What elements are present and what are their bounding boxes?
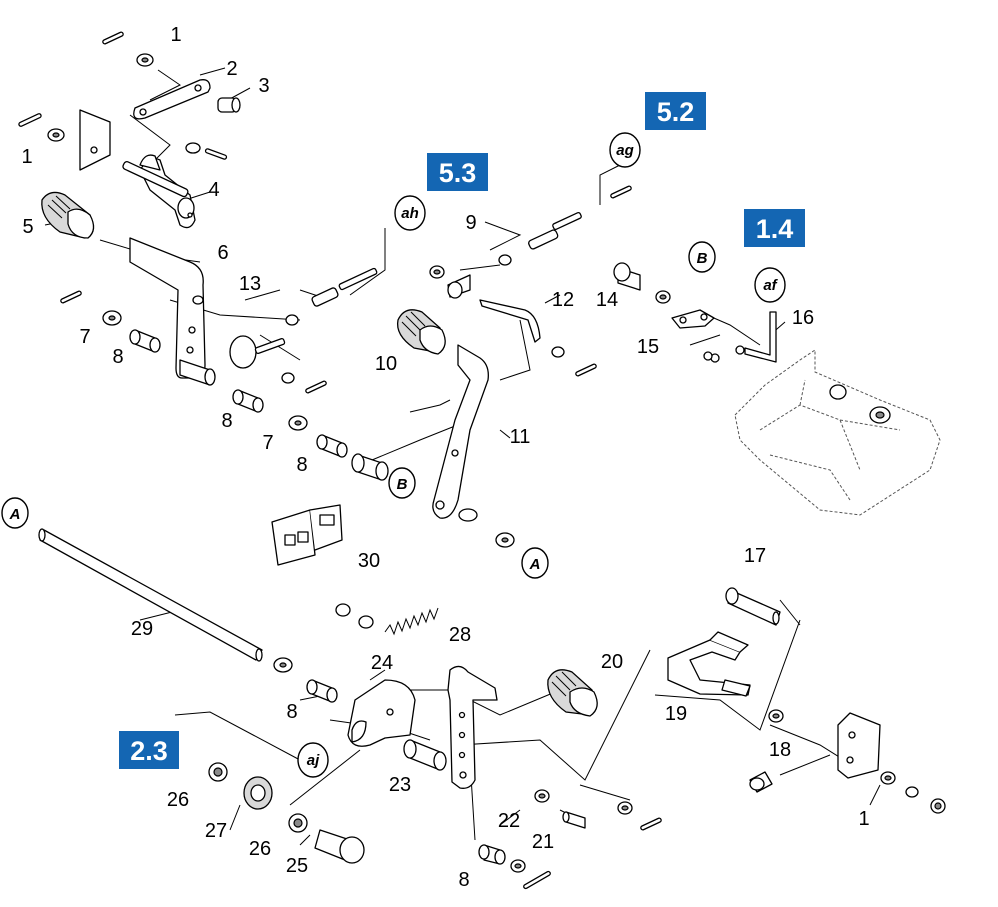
label-8-left: 8 (112, 346, 123, 368)
label-12: 12 (552, 289, 574, 311)
parts-21-22 (534, 789, 662, 831)
part-1-left-assembly (18, 109, 111, 171)
badge-aj: aj (297, 742, 329, 778)
part-19-bracket (667, 631, 751, 697)
svg-text:A: A (529, 556, 541, 573)
label-8-mid: 8 (221, 410, 232, 432)
label-1-top: 1 (170, 24, 181, 46)
label-7-left: 7 (79, 326, 90, 348)
label-8-bottom: 8 (458, 869, 469, 891)
badge-ag: ag (609, 132, 641, 168)
label-3: 3 (258, 75, 269, 97)
badge-a-right: A (521, 547, 549, 579)
label-29: 29 (131, 618, 153, 640)
ref-box-5-3: 5.3 (427, 153, 488, 191)
parts-7-8-left-group (60, 290, 389, 481)
label-2: 2 (226, 58, 237, 80)
label-27: 27 (205, 820, 227, 842)
part-18-washer-bracket (749, 709, 881, 793)
label-1-left: 1 (21, 146, 32, 168)
label-15: 15 (637, 336, 659, 358)
ref-label-1-4: 1.4 (756, 214, 794, 244)
badge-ah: ah (394, 195, 426, 231)
ref-box-5-2: 5.2 (645, 92, 706, 130)
svg-text:ah: ah (401, 205, 419, 222)
ref-label-5-3: 5.3 (439, 158, 477, 188)
svg-text:B: B (397, 476, 408, 493)
label-22: 22 (498, 810, 520, 832)
label-25: 25 (286, 855, 308, 877)
label-17: 17 (744, 545, 766, 567)
badge-a-left: A (1, 497, 29, 529)
part-20-pedal-pad (547, 669, 598, 717)
part-28-spring (335, 603, 439, 636)
ref-box-2-3: 2.3 (119, 731, 179, 769)
part-1-top-assembly (102, 31, 154, 67)
label-4: 4 (208, 179, 219, 201)
label-7-mid: 7 (262, 432, 273, 454)
label-26-lower: 26 (249, 838, 271, 860)
label-23: 23 (389, 774, 411, 796)
label-26-upper: 26 (167, 789, 189, 811)
part-23-lever (403, 665, 498, 789)
label-16: 16 (792, 307, 814, 329)
washer-small-top (185, 142, 228, 160)
part-24-bracket (347, 679, 416, 747)
label-14: 14 (596, 289, 618, 311)
part-17-bolt (725, 587, 781, 626)
label-8-lower-left: 8 (286, 701, 297, 723)
label-8-mid2: 8 (296, 454, 307, 476)
part-2-link-plate (133, 79, 211, 120)
svg-text:aj: aj (307, 752, 320, 769)
ref-label-2-3: 2.3 (130, 736, 168, 766)
part-3-pin (217, 97, 241, 113)
label-9: 9 (465, 212, 476, 234)
part-11-lever-arm (432, 344, 515, 548)
part-13-cable-end (229, 267, 378, 394)
label-1-lower-right: 1 (858, 808, 869, 830)
misc-small-pins (703, 351, 713, 361)
label-21: 21 (532, 831, 554, 853)
label-28: 28 (449, 624, 471, 646)
part-10-pedal-pad (396, 309, 446, 355)
svg-text:af: af (763, 277, 778, 294)
svg-text:A: A (9, 506, 21, 523)
parts-14-15-16 (613, 262, 777, 363)
ref-box-1-4: 1.4 (744, 209, 805, 247)
badge-b-left: B (388, 467, 416, 499)
label-10: 10 (375, 353, 397, 375)
part-number-labels: 1 2 3 1 4 5 6 13 7 8 8 7 8 9 10 11 12 14… (21, 24, 869, 891)
parts-25-26-27 (208, 762, 365, 864)
ref-label-5-2: 5.2 (657, 97, 695, 127)
label-20: 20 (601, 651, 623, 673)
part-1-lower-right-assembly (880, 771, 946, 814)
label-5: 5 (22, 216, 33, 238)
part-30-connector (271, 504, 343, 566)
label-19: 19 (665, 703, 687, 725)
svg-text:ag: ag (616, 142, 634, 159)
part-4-shaft-lever (122, 154, 196, 229)
label-30: 30 (358, 550, 380, 572)
label-6: 6 (217, 242, 228, 264)
label-24: 24 (371, 652, 393, 674)
chassis-frame (734, 349, 941, 516)
part-29-rod (38, 528, 338, 703)
part-6-lever-arm (129, 237, 206, 379)
label-11: 11 (510, 426, 531, 448)
part-8-lower-group (478, 844, 551, 890)
badge-af: af (754, 267, 786, 303)
badge-b-right: B (688, 241, 716, 273)
svg-text:B: B (697, 250, 708, 267)
part-5-pedal-pad (41, 191, 95, 239)
label-18: 18 (769, 739, 791, 761)
parts-9-12-cable-rod (429, 185, 632, 377)
label-13: 13 (239, 273, 261, 295)
